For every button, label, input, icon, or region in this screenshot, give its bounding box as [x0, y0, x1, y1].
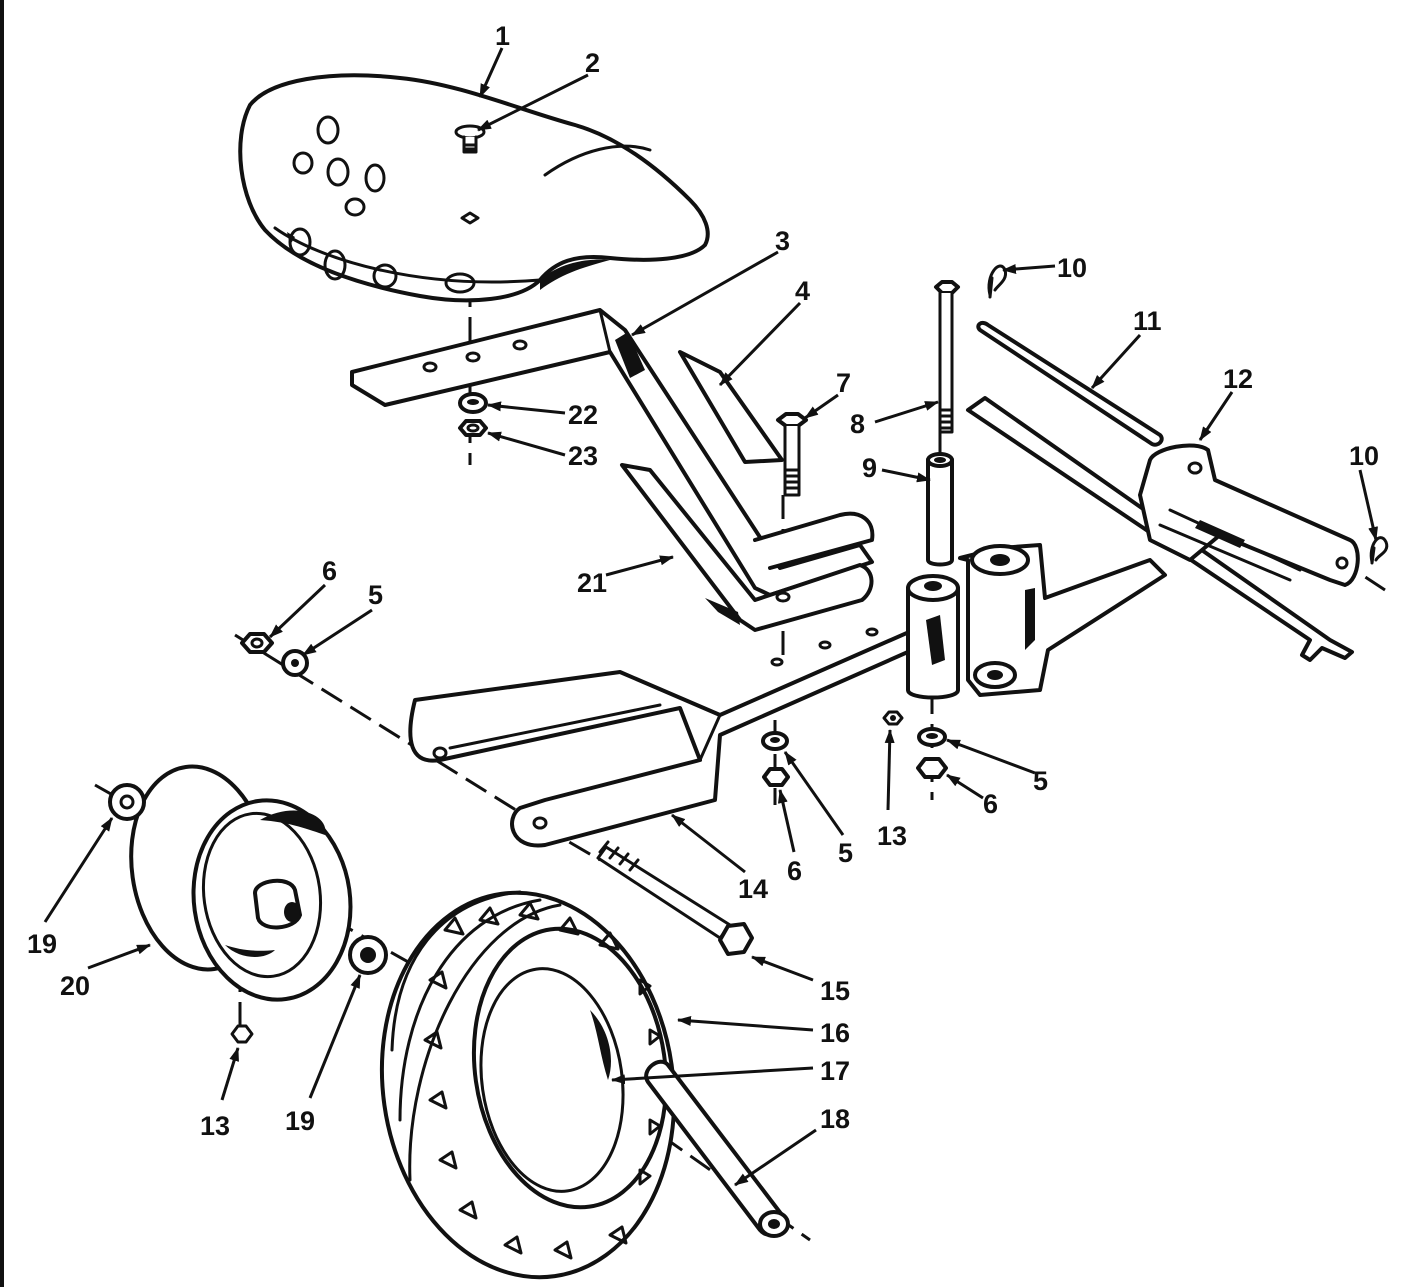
callout-3: 3 — [775, 226, 790, 256]
callout-22: 22 — [568, 400, 598, 430]
wheel-rim — [129, 764, 353, 1044]
wheel-fork-arm — [408, 574, 960, 848]
callout-5-right: 5 — [1033, 766, 1048, 796]
callout-23: 23 — [568, 441, 598, 471]
callout-10-top: 10 — [1057, 253, 1087, 283]
hair-pin-right — [1369, 536, 1389, 565]
callout-12: 12 — [1223, 364, 1253, 394]
seat — [238, 73, 710, 303]
axle-bolt — [596, 840, 754, 956]
callout-10-right: 10 — [1349, 441, 1379, 471]
bearing-left — [108, 783, 146, 821]
seat-bolt — [776, 412, 808, 497]
hardware-nuts-washers — [240, 632, 948, 787]
seat-washer-and-nut — [458, 392, 488, 437]
callout-6-middle: 6 — [787, 856, 802, 886]
callout-1: 1 — [495, 21, 510, 51]
callout-5-middle: 5 — [838, 838, 853, 868]
callout-7: 7 — [836, 368, 851, 398]
callout-6-right: 6 — [983, 789, 998, 819]
pivot-rod — [976, 320, 1164, 447]
callout-17: 17 — [820, 1056, 850, 1086]
callout-5-left: 5 — [368, 580, 383, 610]
callout-19-right: 19 — [285, 1106, 315, 1136]
callout-2: 2 — [585, 48, 600, 78]
axle-sleeve — [644, 1059, 790, 1238]
hitch-frame — [966, 396, 1360, 662]
callout-21: 21 — [577, 568, 607, 598]
main-pivot-arm — [958, 543, 1167, 697]
lower-seat-bracket — [620, 463, 874, 632]
tire — [379, 890, 677, 1280]
callout-6-left: 6 — [322, 556, 337, 586]
callout-labels: 1 2 3 4 7 8 9 10 10 11 12 22 23 21 6 5 5… — [27, 21, 1379, 1141]
spacer-tube — [926, 452, 954, 567]
callout-4: 4 — [795, 276, 810, 306]
callout-16: 16 — [820, 1018, 850, 1048]
callout-15: 15 — [820, 976, 850, 1006]
callout-11: 11 — [1133, 306, 1162, 336]
callout-leaders — [43, 47, 1378, 1187]
callout-20: 20 — [60, 971, 90, 1001]
callout-19-left: 19 — [27, 929, 57, 959]
shim-plate — [678, 350, 784, 464]
callout-13-lower: 13 — [200, 1111, 230, 1141]
carriage-bolt — [454, 124, 486, 225]
long-pivot-bolt — [934, 280, 960, 434]
callout-18: 18 — [820, 1104, 850, 1134]
callout-8: 8 — [850, 409, 865, 439]
callout-13-upper: 13 — [877, 821, 907, 851]
bearing-right — [348, 935, 388, 975]
callout-9: 9 — [862, 453, 877, 483]
callout-14: 14 — [738, 874, 768, 904]
